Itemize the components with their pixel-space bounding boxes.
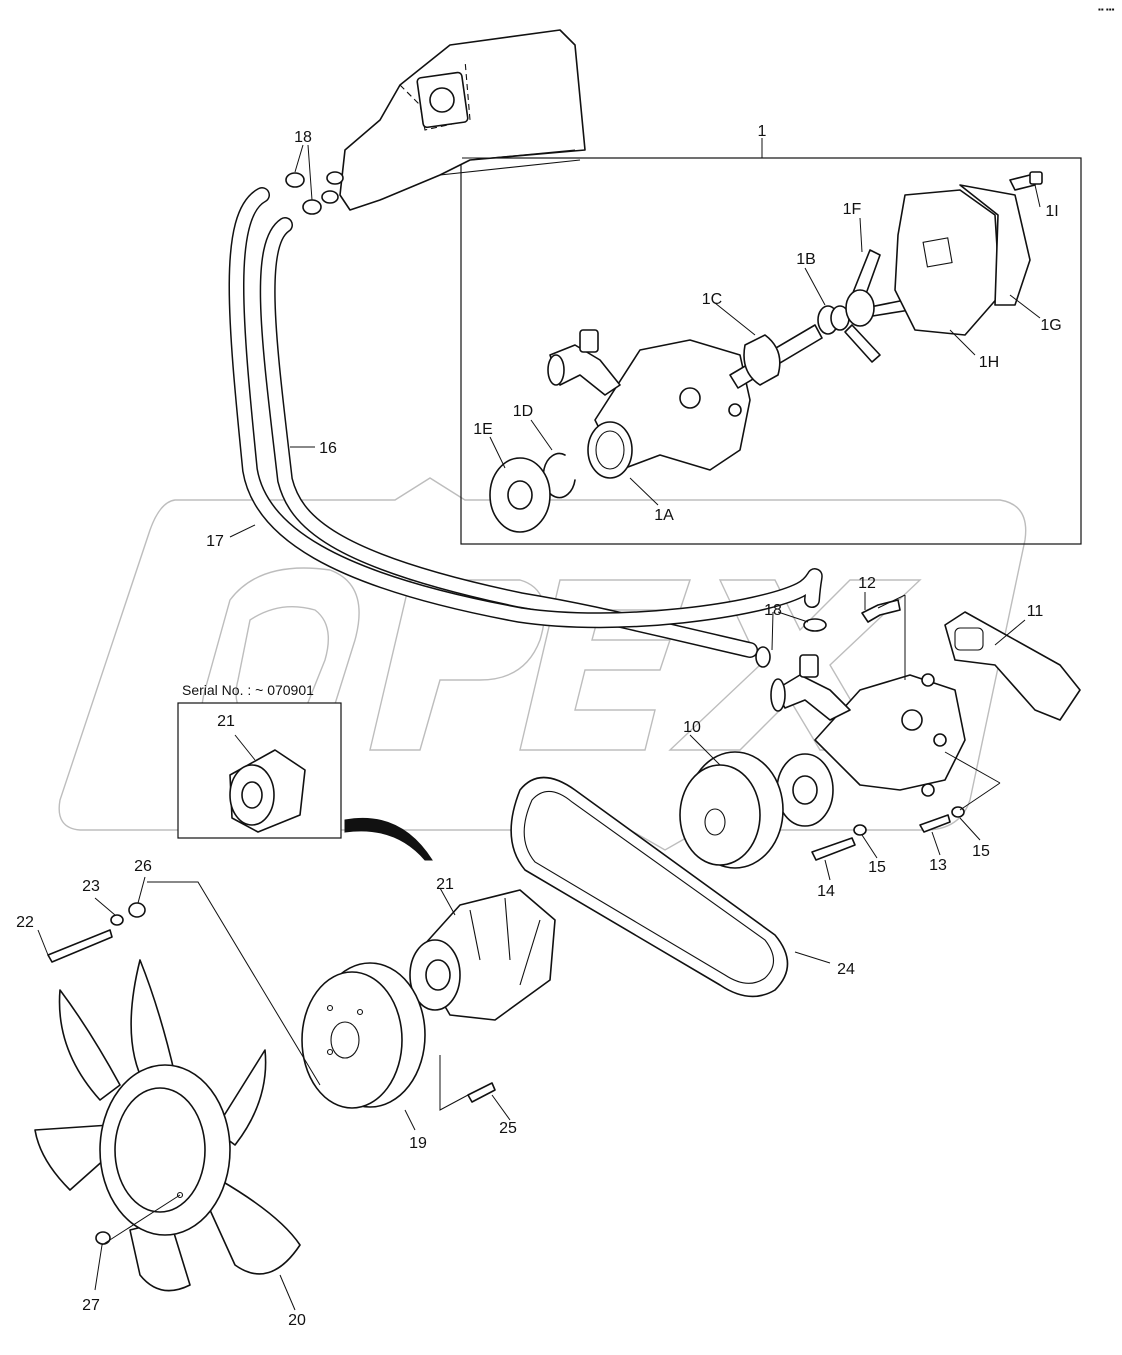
callout-21b: 21 <box>436 876 454 893</box>
callout-24: 24 <box>837 961 855 978</box>
spacer-21-early <box>229 749 306 833</box>
callout-11: 11 <box>1027 603 1044 620</box>
serial-number-label: Serial No. : ~ 070901 <box>182 682 314 698</box>
callout-12: 12 <box>858 575 876 592</box>
bolt-22 <box>47 929 113 963</box>
leader-lines <box>37 138 1081 1311</box>
callout-14: 14 <box>817 883 835 900</box>
callout-1i: 1I <box>1045 203 1058 220</box>
washer-23 <box>110 914 124 926</box>
callout-1h: 1H <box>979 354 999 371</box>
callout-18a: 18 <box>294 129 312 146</box>
callout-1d: 1D <box>513 403 533 420</box>
cover-plate-1h <box>894 189 1001 336</box>
impeller-1f <box>844 249 911 363</box>
bolt-12 <box>861 599 901 623</box>
callout-26: 26 <box>134 858 152 875</box>
corner-mark: ▪▪ ▪▪▪ <box>1098 5 1115 14</box>
callout-1f: 1F <box>843 201 862 218</box>
hose-clamp-right <box>755 618 827 668</box>
pump-housing-1a <box>547 329 751 479</box>
washer-15-left <box>853 824 867 836</box>
callout-15b: 15 <box>972 843 990 860</box>
callout-1a: 1A <box>654 507 674 524</box>
spacer-21 <box>409 889 556 1021</box>
callout-21a: 21 <box>217 713 235 730</box>
callout-1b: 1B <box>796 251 816 268</box>
callout-23: 23 <box>82 878 100 895</box>
bolt-25 <box>467 1082 496 1103</box>
bearing-shaft-1c <box>729 324 823 389</box>
callout-18b: 18 <box>764 602 782 619</box>
cooling-fan-20 <box>34 959 301 1292</box>
bolt-1i <box>1009 171 1043 191</box>
callout-20: 20 <box>288 1312 306 1329</box>
callout-25: 25 <box>499 1120 517 1137</box>
intake-manifold <box>321 29 586 211</box>
callout-15a: 15 <box>868 859 886 876</box>
callout-1: 1 <box>758 123 767 140</box>
hose-clamp-top <box>285 172 322 215</box>
callout-22: 22 <box>16 914 34 931</box>
gasket-1g <box>959 184 1031 306</box>
callout-1c: 1C <box>702 291 722 308</box>
callout-1g: 1G <box>1040 317 1061 334</box>
callout-16: 16 <box>319 440 337 457</box>
replacement-arrow <box>344 817 433 861</box>
bolt-14 <box>811 837 856 861</box>
gasket-11-window <box>954 627 984 651</box>
v-belt-24 <box>510 776 789 998</box>
callout-19: 19 <box>409 1135 427 1152</box>
gasket-11 <box>944 611 1081 721</box>
callout-13: 13 <box>929 857 947 874</box>
pulley-10 <box>679 751 784 869</box>
callout-17: 17 <box>206 533 224 550</box>
seal-1b <box>817 305 850 335</box>
callout-1e: 1E <box>473 421 493 438</box>
washer-26 <box>128 902 146 918</box>
callout-labels: 1 1A 1B 1C 1D 1E 1F 1G 1H 1I 10 11 12 13… <box>16 5 1114 1329</box>
callout-27: 27 <box>82 1297 100 1314</box>
hose-17 <box>228 187 823 629</box>
callout-10: 10 <box>683 719 701 736</box>
crank-pulley-19 <box>301 962 426 1109</box>
bolt-13 <box>919 814 951 833</box>
flange-1e <box>489 457 551 533</box>
water-pump-assembly <box>770 654 966 827</box>
nut-27 <box>95 1231 111 1245</box>
